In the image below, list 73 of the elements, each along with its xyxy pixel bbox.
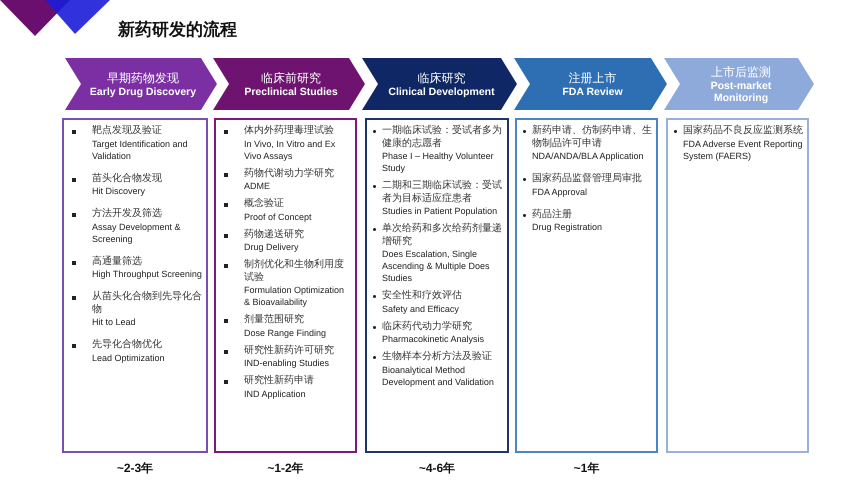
item-translation: Hit to Lead <box>92 316 137 328</box>
stage-subtitle: Preclinical Studies <box>244 86 338 98</box>
stage-title: 临床前研究 <box>261 70 321 86</box>
item-translation: Hit Discovery <box>92 185 146 197</box>
duration-label: ~2-3年 <box>116 460 154 477</box>
item-text: 从苗头化合物到先导化合物 <box>92 291 202 316</box>
item-translation: NDA/ANDA/BLA Application <box>532 150 645 162</box>
item-translation: Target Identification and Validation <box>92 138 189 162</box>
item-text: 苗头化合物发现 <box>92 172 162 185</box>
item-translation: Drug Registration <box>532 221 602 233</box>
item-text: 制剂优化和生物利用度试验 <box>244 259 345 284</box>
item-translation: Drug Delivery <box>244 241 300 253</box>
item-translation: ADME <box>244 180 272 192</box>
stage-details-box <box>62 118 208 453</box>
item-text: 药品注册 <box>532 208 573 221</box>
duration-label: ~1年 <box>572 460 600 477</box>
item-text: 研究性新药申请 <box>244 375 314 388</box>
item-text: 国家药品监督管理局审批 <box>532 173 642 186</box>
item-translation: Studies in Patient Population <box>382 205 498 217</box>
item-text: 药物代谢动力学研究 <box>244 168 334 180</box>
item-text: 高通量筛选 <box>92 256 143 268</box>
item-translation: Lead Optimization <box>92 352 165 364</box>
stage-subtitle: Post-market Monitoring <box>710 80 772 104</box>
item-translation: Bioanalytical Method Development and Validation <box>382 364 495 388</box>
page-title: 新药研发的流程 <box>118 19 237 41</box>
stage-title: 早期药物发现 <box>107 70 179 86</box>
stage-banner <box>664 58 814 110</box>
item-text: 单次给药和多次给药剂量递增研究 <box>382 223 503 248</box>
item-translation: Proof of Concept <box>244 210 312 222</box>
stage-banner <box>65 58 217 110</box>
duration-label: ~1-2年 <box>266 460 305 477</box>
item-translation: FDA Approval <box>532 186 588 198</box>
stage-subtitle: Clinical Development <box>388 86 495 98</box>
stage-details-box <box>365 118 509 453</box>
item-translation: Does Escalation, Single Ascending & Multiple Does Studies <box>382 248 491 284</box>
item-text: 药物递送研究 <box>244 228 304 241</box>
stage-title: 上市后监测 <box>711 64 771 80</box>
item-translation: Dose Range Finding <box>244 326 326 338</box>
stage-banner <box>362 58 517 110</box>
item-translation: Safety and Efficacy <box>382 302 460 314</box>
item-text: 体内外药理毒理试验 <box>244 125 335 138</box>
stage-banner <box>213 58 365 110</box>
stage-title: 临床研究 <box>418 70 466 86</box>
item-text: 方法开发及筛选 <box>92 208 163 220</box>
item-text: 新药申请、仿制药申请、生物制品许可申请 <box>532 125 652 150</box>
item-translation: Pharmacokinetic Analysis <box>382 333 484 345</box>
item-translation: High Throughput Screening <box>92 268 202 280</box>
item-translation: IND-enabling Studies <box>244 357 330 369</box>
item-text: 一期临床试验：受试者多为健康的志愿者 <box>382 125 503 150</box>
stage-details-box <box>515 118 658 453</box>
item-translation: Phase I – Healthy Volunteer Study <box>382 150 495 174</box>
item-text: 概念验证 <box>244 198 285 210</box>
item-translation: Assay Development & Screening <box>92 220 182 244</box>
item-text: 国家药品不良反应监测系统 <box>683 125 803 138</box>
item-text: 剂量范围研究 <box>244 314 305 326</box>
item-text: 生物样本分析方法及验证 <box>382 351 493 364</box>
item-text: 二期和三期临床试验：受试者为目标适应症患者 <box>382 180 503 205</box>
stage-details-box <box>214 118 357 453</box>
item-translation: FDA Adverse Event Reporting System (FAERS) <box>683 138 803 162</box>
stage-subtitle: Early Drug Discovery <box>90 86 196 98</box>
item-translation: Formulation Optimization & Bioavailability <box>244 284 346 308</box>
item-text: 先导化合物优化 <box>92 339 163 352</box>
item-translation: In Vivo, In Vitro and Ex Vivo Assays <box>244 138 336 162</box>
item-text: 研究性新药许可研究 <box>244 344 334 357</box>
item-text: 临床药代动力学研究 <box>382 320 473 333</box>
stage-title: 注册上市 <box>568 70 616 86</box>
item-text: 安全性和疗效评估 <box>382 290 462 302</box>
item-text: 靶点发现及验证 <box>92 125 163 138</box>
stage-banner <box>514 58 667 110</box>
duration-label: ~4-6年 <box>418 460 456 477</box>
item-translation: IND Application <box>244 388 307 400</box>
stage-details-box <box>666 118 809 453</box>
stage-subtitle: FDA Review <box>562 86 623 98</box>
